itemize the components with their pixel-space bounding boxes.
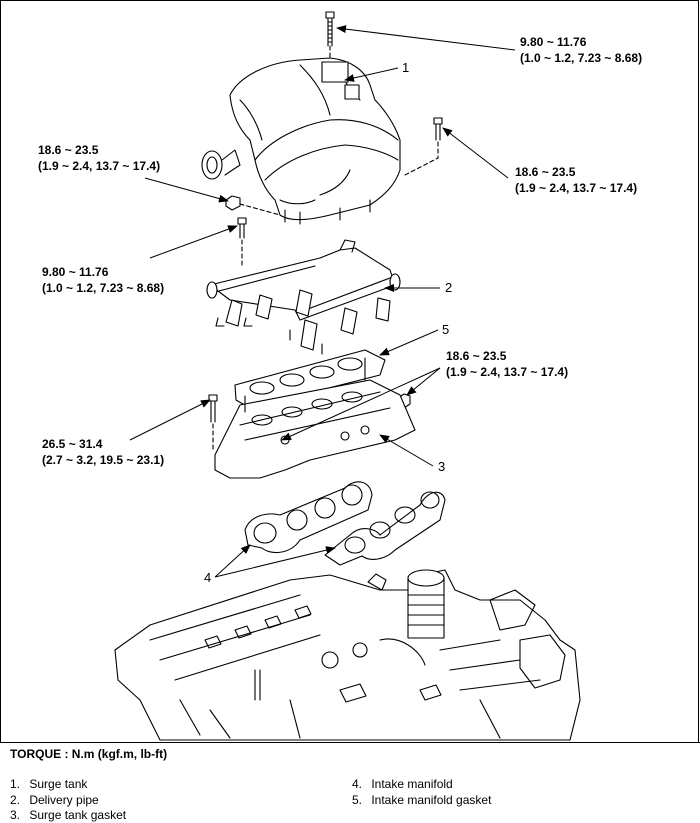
surge-tank-nut-left bbox=[225, 195, 241, 211]
legend-label: Surge tank gasket bbox=[29, 808, 127, 822]
torque-detail: (1.9 ~ 2.4, 13.7 ~ 17.4) bbox=[515, 181, 638, 195]
intake-manifold-bolt bbox=[208, 394, 218, 423]
leader-torque-5a bbox=[406, 367, 441, 396]
surge-tank-gasket-left bbox=[244, 481, 373, 554]
torque-label-4: 9.80 ~ 11.76 (1.0 ~ 1.2, 7.23 ~ 8.68) bbox=[42, 264, 164, 296]
torque-label-6: 26.5 ~ 31.4 (2.7 ~ 3.2, 19.5 ~ 23.1) bbox=[42, 436, 164, 468]
legend-item-1: 1. Surge tank bbox=[10, 776, 87, 792]
delivery-pipe-bolt bbox=[237, 217, 247, 239]
legend-number: 5. bbox=[352, 793, 363, 807]
leader-torque-5b bbox=[281, 367, 441, 441]
torque-value: 26.5 ~ 31.4 bbox=[42, 437, 103, 451]
legend-label: Intake manifold gasket bbox=[371, 793, 492, 807]
callout-2: 2 bbox=[445, 280, 453, 295]
legend-number: 3. bbox=[10, 808, 21, 822]
torque-value: 18.6 ~ 23.5 bbox=[515, 165, 576, 179]
surge-tank-bolt-right bbox=[433, 117, 443, 141]
torque-label-3: 18.6 ~ 23.5 (1.9 ~ 2.4, 13.7 ~ 17.4) bbox=[515, 164, 637, 196]
legend-item-2: 2. Delivery pipe bbox=[10, 792, 99, 808]
diagram-frame bbox=[0, 0, 699, 742]
engine-block bbox=[114, 569, 581, 741]
leader-torque-2 bbox=[144, 177, 229, 203]
leader-torque-1 bbox=[336, 25, 516, 51]
torque-label-1: 9.80 ~ 11.76 (1.0 ~ 1.2, 7.23 ~ 8.68) bbox=[520, 34, 642, 66]
leader-torque-3 bbox=[442, 127, 509, 179]
surge-tank-gasket-right bbox=[324, 491, 446, 566]
leader-torque-6 bbox=[129, 399, 211, 441]
legend-number: 2. bbox=[10, 793, 21, 807]
torque-units-heading: TORQUE : N.m (kgf.m, lb-ft) bbox=[10, 747, 168, 761]
parts-legend: 1. Surge tank 2. Delivery pipe 3. Surge … bbox=[0, 776, 700, 823]
torque-value: 9.80 ~ 11.76 bbox=[520, 35, 587, 49]
surge-tank bbox=[201, 57, 401, 225]
leader-callout-5 bbox=[379, 329, 439, 356]
intake-manifold bbox=[214, 357, 416, 479]
legend-label: Delivery pipe bbox=[29, 793, 99, 807]
torque-detail: (2.7 ~ 3.2, 19.5 ~ 23.1) bbox=[42, 453, 165, 467]
surge-tank-bolt-top bbox=[325, 11, 335, 47]
leader-callout-3 bbox=[379, 434, 434, 467]
exploded-view-diagram bbox=[114, 11, 581, 741]
callout-3: 3 bbox=[438, 459, 446, 474]
delivery-pipe bbox=[206, 239, 401, 355]
callout-4: 4 bbox=[204, 570, 212, 585]
torque-detail: (1.0 ~ 1.2, 7.23 ~ 8.68) bbox=[42, 281, 165, 295]
legend-label: Surge tank bbox=[29, 777, 88, 791]
torque-label-2: 18.6 ~ 23.5 (1.9 ~ 2.4, 13.7 ~ 17.4) bbox=[38, 142, 160, 174]
divider-line bbox=[0, 742, 700, 743]
legend-number: 4. bbox=[352, 777, 363, 791]
intake-manifold-gasket bbox=[234, 349, 386, 409]
leader-torque-4 bbox=[149, 225, 238, 259]
legend-item-4: 4. Intake manifold bbox=[352, 776, 453, 792]
callout-1: 1 bbox=[402, 60, 410, 75]
legend-item-5: 5. Intake manifold gasket bbox=[352, 792, 491, 808]
callout-5: 5 bbox=[442, 322, 450, 337]
torque-label-5: 18.6 ~ 23.5 (1.9 ~ 2.4, 13.7 ~ 17.4) bbox=[446, 348, 568, 380]
legend-item-3: 3. Surge tank gasket bbox=[10, 807, 126, 823]
leader-callout-4a bbox=[214, 544, 251, 578]
torque-detail: (1.9 ~ 2.4, 13.7 ~ 17.4) bbox=[38, 159, 161, 173]
torque-detail: (1.0 ~ 1.2, 7.23 ~ 8.68) bbox=[520, 51, 643, 65]
legend-number: 1. bbox=[10, 777, 21, 791]
torque-value: 18.6 ~ 23.5 bbox=[446, 349, 507, 363]
leader-callout-4b bbox=[214, 546, 336, 578]
leader-callout-1 bbox=[344, 67, 399, 82]
legend-label: Intake manifold bbox=[371, 777, 453, 791]
torque-value: 18.6 ~ 23.5 bbox=[38, 143, 99, 157]
torque-detail: (1.9 ~ 2.4, 13.7 ~ 17.4) bbox=[446, 365, 569, 379]
torque-value: 9.80 ~ 11.76 bbox=[42, 265, 109, 279]
